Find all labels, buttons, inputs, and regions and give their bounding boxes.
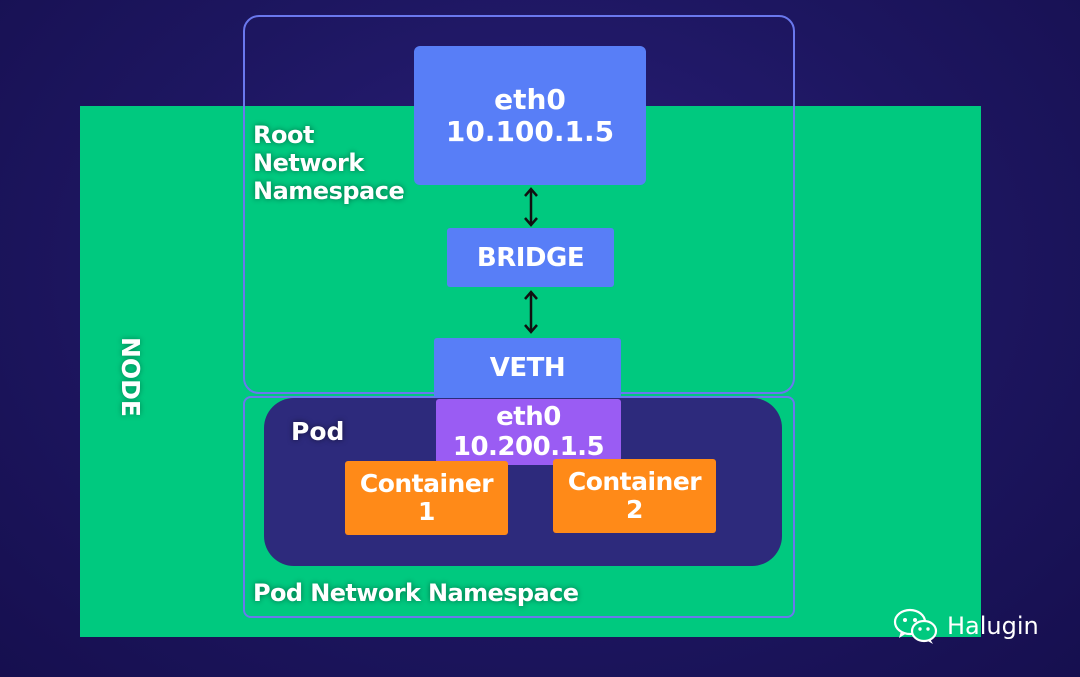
pod-network-namespace-label: Pod Network Namespace: [253, 579, 579, 607]
host-bridge-arrow-icon: [524, 187, 538, 227]
bridge-veth-arrow-icon: [524, 290, 538, 334]
pod-eth0-name: eth0: [496, 402, 561, 432]
container-1-box: Container 1: [345, 461, 508, 535]
root-ns-label-line-3: Namespace: [253, 177, 405, 205]
host-eth0-name: eth0: [494, 82, 566, 116]
host-eth0-ip: 10.100.1.5: [445, 114, 615, 148]
bridge-box: BRIDGE: [447, 228, 614, 287]
watermark-text: Halugin: [947, 612, 1039, 640]
veth-box: VETH: [434, 338, 621, 398]
node-label: NODE: [116, 336, 145, 417]
root-ns-label-line-1: Root: [253, 121, 314, 149]
container-1-label-line-1: Container: [359, 469, 494, 498]
pod-label: Pod: [291, 417, 345, 446]
veth-label: VETH: [489, 353, 566, 383]
container-2-label-line-2: 2: [626, 495, 643, 524]
host-eth0-interface: eth0 10.100.1.5: [414, 46, 646, 185]
container-2-label-line-1: Container: [567, 467, 702, 496]
pod-eth0-ip: 10.200.1.5: [452, 432, 605, 462]
bridge-label: BRIDGE: [476, 242, 585, 273]
container-2-box: Container 2: [553, 459, 716, 533]
wechat-icon: [893, 608, 938, 644]
watermark: Halugin: [893, 606, 1063, 646]
pod-eth0-interface: eth0 10.200.1.5: [436, 399, 621, 465]
root-ns-label-line-2: Network: [253, 149, 364, 177]
root-network-namespace-label: Root Network Namespace: [253, 121, 433, 205]
container-1-label-line-2: 1: [418, 497, 435, 526]
